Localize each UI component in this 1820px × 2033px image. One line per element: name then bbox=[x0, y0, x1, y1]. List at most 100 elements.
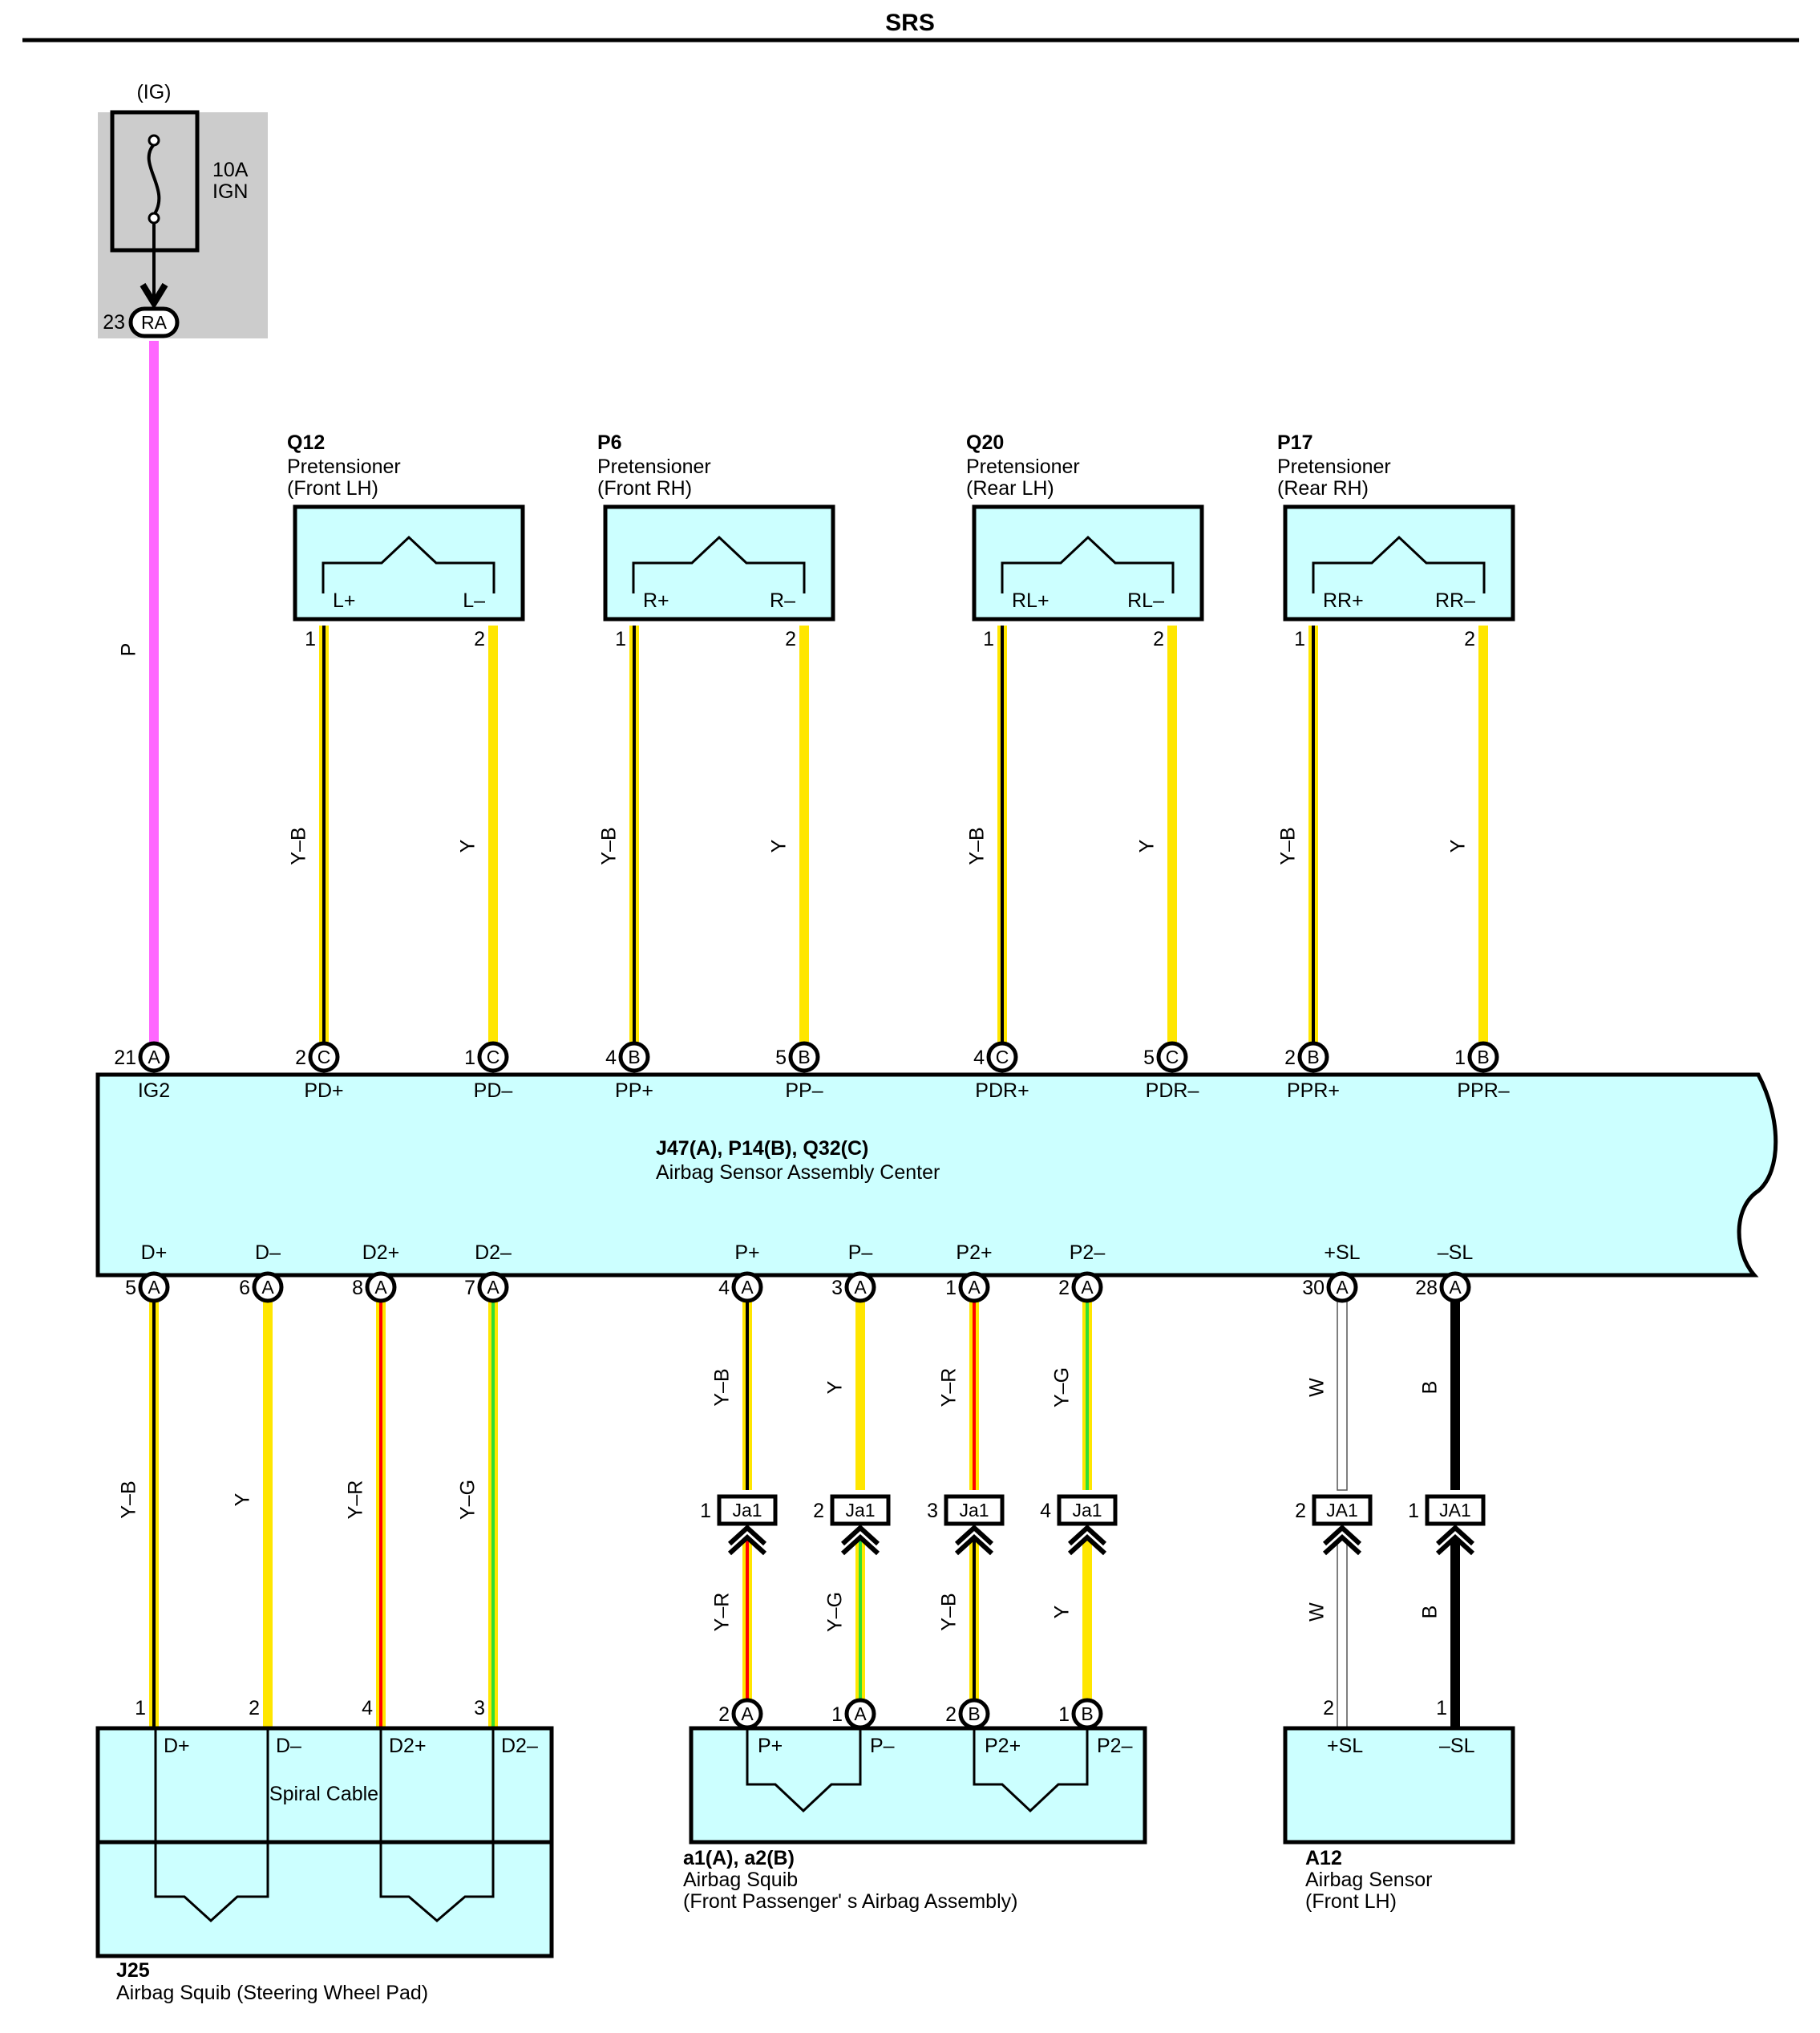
center-bottom-pin-4 bbox=[731, 1271, 763, 1303]
pretensioner-location-1: (Front RH) bbox=[597, 477, 692, 500]
passenger-pin-1 bbox=[844, 1698, 876, 1730]
wire-junction-label-1: Y–G bbox=[824, 1592, 847, 1632]
airbag-sensor-center: J47(A), P14(B), Q32(C) Airbag Sensor Ass… bbox=[95, 1072, 1778, 1278]
pretensioner-id-1: P6 bbox=[597, 431, 622, 454]
center-top-pin-1 bbox=[308, 1041, 340, 1073]
pretensioner-pin-plus-0: 1 bbox=[305, 628, 316, 650]
center-top-pin-label-8: PPR– bbox=[1457, 1079, 1509, 1102]
center-top-pin-6 bbox=[1156, 1041, 1188, 1073]
center-bottom-pin-7-letter: A bbox=[1081, 1277, 1094, 1298]
wire-bottom-label-8: W bbox=[1306, 1378, 1329, 1397]
wire-junction-4 bbox=[1337, 1539, 1348, 1729]
wire-top-label-5: Y–B bbox=[966, 827, 989, 865]
fuse-element-icon bbox=[147, 143, 161, 217]
center-top-pin-7 bbox=[1297, 1041, 1329, 1073]
wire-top-label-8: Y bbox=[1447, 839, 1470, 852]
center-bottom-pin-number-5: 3 bbox=[831, 1277, 843, 1299]
center-bottom-pin-label-0: D+ bbox=[141, 1241, 168, 1264]
sensor-terminal-minus-sl: –SL bbox=[1439, 1735, 1475, 1757]
junction-name-5: JA1 bbox=[1439, 1500, 1471, 1521]
wire-junction-label-2: Y–B bbox=[938, 1593, 961, 1630]
center-top-pin-label-7: PPR+ bbox=[1287, 1079, 1340, 1102]
fuse-conn-pin: 23 bbox=[103, 311, 125, 334]
pretensioner-minus-3: RR– bbox=[1435, 589, 1475, 612]
center-top-pin-6-letter: C bbox=[1166, 1047, 1179, 1067]
fuse-rating: 10A bbox=[212, 159, 249, 181]
junction-connector-icon-3 bbox=[1067, 1524, 1107, 1556]
junction-box-2 bbox=[944, 1494, 1005, 1526]
pretensioner-pin-plus-3: 1 bbox=[1294, 628, 1305, 650]
passenger-pin-2 bbox=[958, 1698, 990, 1730]
pretensioner-squib-icon-2 bbox=[1001, 535, 1175, 593]
passenger-desc2: (Front Passenger' s Airbag Assembly) bbox=[683, 1890, 1017, 1913]
center-top-pin-number-6: 5 bbox=[1143, 1047, 1155, 1069]
center-bottom-pin-label-5: P– bbox=[848, 1241, 873, 1264]
pretensioner-minus-1: R– bbox=[770, 589, 795, 612]
center-top-pin-label-1: PD+ bbox=[304, 1079, 343, 1102]
wire-top-label-3: Y–B bbox=[598, 827, 621, 865]
passenger-pin-0 bbox=[731, 1698, 763, 1730]
center-bottom-pin-2-letter: A bbox=[374, 1277, 387, 1298]
wire-bottom-8 bbox=[1337, 1300, 1348, 1491]
passenger-squib-2-icon bbox=[973, 1728, 1089, 1813]
sensor-pin-number-1: 1 bbox=[1436, 1697, 1447, 1719]
pretensioner-plus-3: RR+ bbox=[1323, 589, 1364, 612]
center-bottom-pin-9 bbox=[1439, 1271, 1471, 1303]
passenger-terminal-p-plus: P+ bbox=[758, 1735, 783, 1757]
center-bottom-pin-number-2: 8 bbox=[352, 1277, 363, 1299]
wire-bottom-label-3: Y–G bbox=[457, 1480, 479, 1520]
pretensioner-squib-icon-0 bbox=[322, 535, 495, 593]
pretensioner-pin-plus-2: 1 bbox=[983, 628, 994, 650]
passenger-terminal-p-minus: P– bbox=[870, 1735, 895, 1757]
sensor-desc2: (Front LH) bbox=[1305, 1890, 1397, 1913]
center-bottom-pin-label-4: P+ bbox=[734, 1241, 759, 1264]
center-top-pin-number-0: 21 bbox=[114, 1047, 136, 1069]
spiral-cable-assembly: D+ D– D2+ D2– Spiral Cable J25 Airbag Sq… bbox=[95, 1726, 554, 2004]
center-top-pin-number-7: 2 bbox=[1284, 1047, 1296, 1069]
sensor-id: A12 bbox=[1305, 1847, 1342, 1869]
wire-bottom-label-7: Y–G bbox=[1051, 1367, 1074, 1407]
center-name: Airbag Sensor Assembly Center bbox=[656, 1161, 940, 1184]
passenger-desc: Airbag Squib bbox=[683, 1869, 798, 1891]
center-bottom-pin-number-3: 7 bbox=[464, 1277, 475, 1299]
junction-connector-icon-0 bbox=[727, 1524, 767, 1556]
fuse-box-shade bbox=[98, 112, 268, 338]
center-top-pin-number-1: 2 bbox=[295, 1047, 306, 1069]
center-top-pin-2-letter: C bbox=[487, 1047, 500, 1067]
pretensioner-plus-0: L+ bbox=[333, 589, 356, 612]
junction-name-4: JA1 bbox=[1326, 1500, 1358, 1521]
spiral-terminal-d2-minus: D2– bbox=[501, 1735, 538, 1757]
driver-squib-2-icon bbox=[379, 1728, 495, 1922]
center-bottom-pin-9-letter: A bbox=[1449, 1277, 1462, 1298]
center-bottom-pin-number-0: 5 bbox=[125, 1277, 136, 1299]
sensor-desc: Airbag Sensor bbox=[1305, 1869, 1432, 1891]
passenger-terminal-p2-plus: P2+ bbox=[985, 1735, 1021, 1757]
passenger-pin-3-letter: B bbox=[1081, 1703, 1093, 1724]
center-bottom-pin-label-7: P2– bbox=[1070, 1241, 1106, 1264]
wire-bottom-label-1: Y bbox=[232, 1492, 254, 1506]
sensor-pin-number-0: 2 bbox=[1323, 1697, 1334, 1719]
spiral-terminal-d-plus: D+ bbox=[164, 1735, 190, 1757]
center-top-pin-3-letter: B bbox=[628, 1047, 640, 1067]
fuse-connector-oval bbox=[128, 306, 180, 338]
junction-box-0 bbox=[717, 1494, 778, 1526]
wire-bottom-label-6: Y–R bbox=[938, 1368, 961, 1407]
spiral-pin-number-0: 1 bbox=[135, 1697, 146, 1719]
center-bottom-pin-label-1: D– bbox=[255, 1241, 281, 1264]
junction-pin-2: 3 bbox=[927, 1500, 938, 1522]
center-bottom-pin-label-3: D2– bbox=[475, 1241, 512, 1264]
center-top-pin-number-4: 5 bbox=[775, 1047, 787, 1069]
wire-bottom-label-4: Y–B bbox=[711, 1368, 734, 1406]
fuse-terminal-top bbox=[148, 134, 160, 147]
pretensioner-pin-minus-1: 2 bbox=[785, 628, 796, 650]
pretensioner-name-2: Pretensioner bbox=[966, 456, 1080, 478]
pretensioner-id-3: P17 bbox=[1277, 431, 1312, 454]
center-top-pin-7-letter: B bbox=[1307, 1047, 1319, 1067]
center-bottom-pin-3 bbox=[477, 1271, 509, 1303]
wire-top-label-1: Y–B bbox=[288, 827, 310, 865]
fuse-name: IGN bbox=[212, 180, 248, 203]
fuse-block: (IG) 10A IGN 23 RA bbox=[98, 81, 268, 338]
arrow-down-icon bbox=[140, 282, 168, 310]
